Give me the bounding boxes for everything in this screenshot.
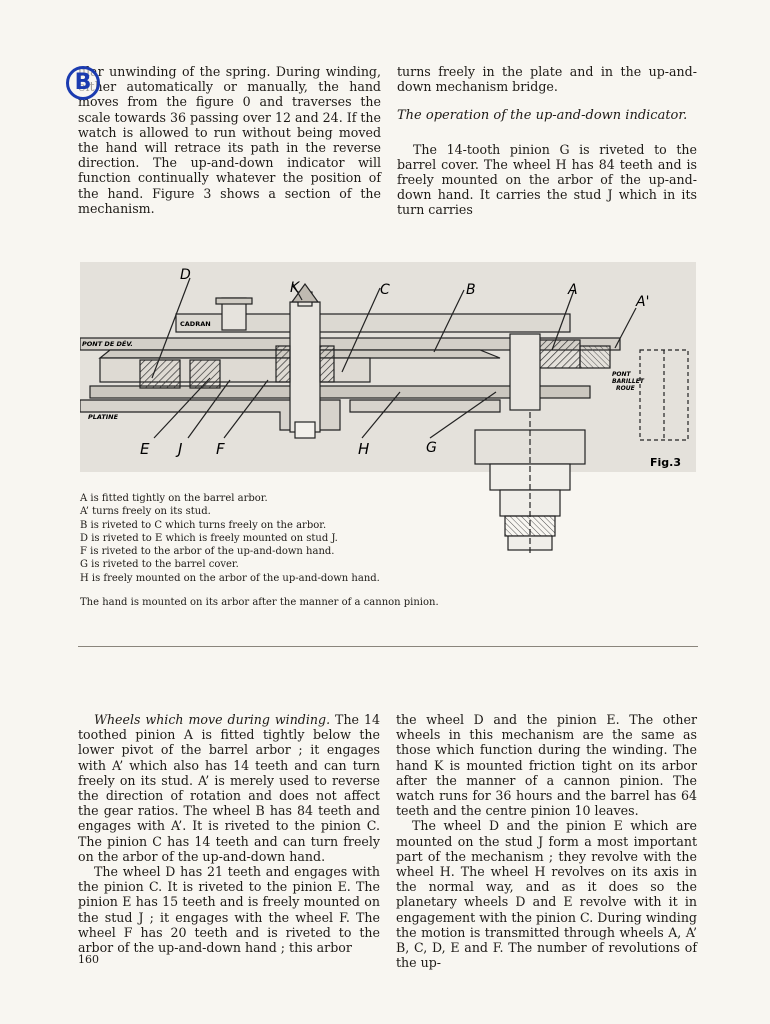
legend-item: F is riveted to the arbor of the up-and-… — [80, 546, 335, 558]
figure-letter-F: F — [216, 440, 225, 458]
paragraph: The wheel D and the pinion E which are m… — [396, 818, 697, 971]
figure-letter-E: E — [140, 440, 150, 458]
paragraph: The wheel D has 21 teeth and engages wit… — [78, 864, 380, 956]
figure-letter-K: K — [290, 280, 301, 296]
text-column-bottom-right: the wheel D and the pinion E. The other … — [396, 712, 697, 970]
figure-label-platine: PLATINE — [88, 413, 119, 421]
figure-legend: A is fitted tightly on the barrel arbor.… — [80, 492, 500, 585]
figure-letter-A-prime: A' — [635, 294, 649, 310]
figure-label-pont: PONT DE DÉV. — [82, 339, 133, 348]
figure-letter-J: J — [175, 440, 182, 458]
legend-item: A is fitted tightly on the barrel arbor. — [80, 493, 268, 504]
mechanism-section-figure: D K C B A A' E J F H G CADRAN PONT DE DÉ… — [80, 262, 696, 554]
figure-label-cadran: CADRAN — [180, 320, 211, 328]
horizontal-rule — [78, 646, 698, 647]
paragraph: ular unwinding of the spring. During win… — [78, 64, 381, 216]
paragraph: the wheel D and the pinion E. The other … — [396, 712, 697, 819]
figure-letter-B: B — [466, 282, 476, 298]
figure-letter-D: D — [180, 267, 191, 283]
legend-item: B is riveted to C which turns freely on … — [80, 519, 327, 531]
figure-letter-C: C — [380, 282, 390, 298]
paragraph: turns freely in the plate and in the up-… — [397, 64, 697, 95]
paragraph-text: The 14 toothed pinion A is fitted tightl… — [78, 712, 381, 864]
legend-item: A’ turns freely on its stud. — [80, 506, 211, 518]
figure-label-barillet: BARILLET — [612, 378, 645, 385]
paragraph: Wheels which move during winding. The 14… — [78, 712, 380, 864]
figure-letter-H: H — [358, 440, 369, 458]
text-column-top-left: ular unwinding of the spring. During win… — [78, 64, 381, 216]
paragraph: The 14-tooth pinion G is riveted to the … — [397, 141, 697, 218]
text-column-top-right: turns freely in the plate and in the up-… — [397, 64, 697, 218]
figure-label-pont-barillet: PONT — [612, 371, 632, 378]
legend-item: G is riveted to the barrel cover. — [80, 559, 239, 571]
figure-label-fig3: Fig.3 — [650, 456, 681, 469]
figure-label-roue: ROUE — [616, 385, 636, 392]
section-heading: The operation of the up-and-down indicat… — [397, 108, 688, 124]
text-column-bottom-left: Wheels which move during winding. The 14… — [78, 712, 380, 955]
legend-item: D is riveted to E which is freely mounte… — [80, 532, 338, 544]
inline-heading: Wheels which move during winding. — [94, 712, 331, 727]
figure-letter-G: G — [426, 440, 437, 456]
figure-letter-A: A — [567, 282, 578, 298]
legend-item: H is freely mounted on the arbor of the … — [80, 572, 380, 584]
figure-caption: The hand is mounted on its arbor after t… — [80, 597, 439, 608]
library-stamp-logo: B — [66, 66, 100, 100]
page-number: 160 — [78, 953, 99, 966]
